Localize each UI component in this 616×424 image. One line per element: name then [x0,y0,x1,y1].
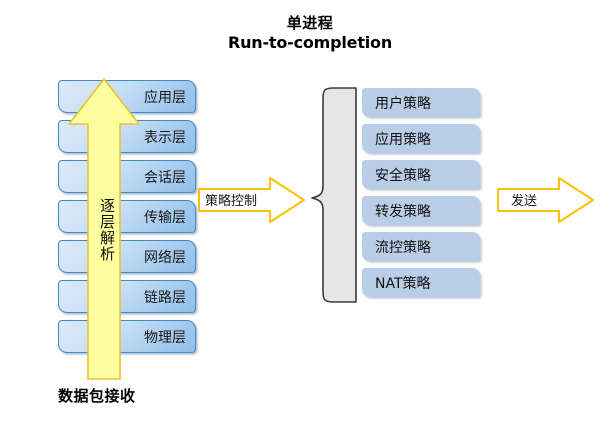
osi-layer-box[interactable]: 表示层 [58,120,196,153]
osi-layer-box[interactable]: 传输层 [58,200,196,233]
policy-item[interactable]: 流控策略 [362,232,480,261]
osi-layer-stack: 应用层 表示层 会话层 传输层 网络层 链路层 物理层 [58,80,198,353]
send-arrow-label: 发送 [511,194,538,209]
policy-item[interactable]: 应用策略 [362,124,480,153]
policy-item[interactable]: 安全策略 [362,160,480,189]
layer-parsing-arrow-icon [68,78,140,380]
policy-control-arrow-icon [198,177,305,223]
osi-layer-box[interactable]: 会话层 [58,160,196,193]
policy-item[interactable]: NAT策略 [362,268,480,297]
policy-item[interactable]: 转发策略 [362,196,480,225]
osi-layer-box[interactable]: 网络层 [58,240,196,273]
policy-control-arrow-label: 策略控制 [205,194,258,209]
policy-list: 用户策略 应用策略 安全策略 转发策略 流控策略 NAT策略 [362,88,482,303]
layer-parsing-arrow-label: 逐层解析 [98,198,116,262]
osi-layer-box[interactable]: 链路层 [58,280,196,313]
send-arrow-icon [497,177,594,223]
diagram-title: 单进程 Run-to-completion [150,14,470,53]
title-line-chinese: 单进程 [286,14,334,32]
left-curly-brace-icon [311,87,357,303]
osi-layer-box[interactable]: 物理层 [58,320,196,353]
policy-item[interactable]: 用户策略 [362,88,480,117]
packet-receive-caption: 数据包接收 [58,387,136,405]
title-line-english: Run-to-completion [227,32,393,52]
